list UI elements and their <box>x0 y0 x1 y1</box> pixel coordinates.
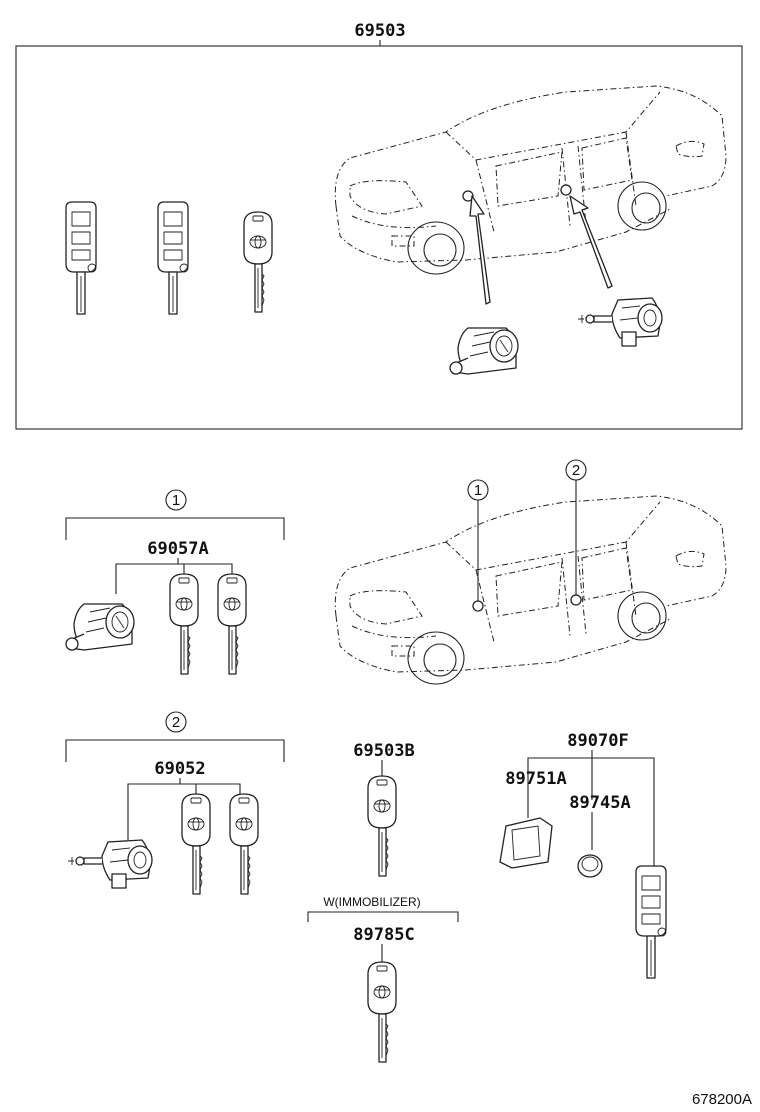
transmitter-group: 89070F 89751A 89745A <box>499 731 667 979</box>
battery-cell <box>577 854 603 878</box>
immobilizer-group: W(IMMOBILIZER) 89785C <box>307 895 459 1063</box>
callout-69503: 69503 <box>354 21 405 41</box>
remote-key-2 <box>157 201 189 315</box>
key-2a <box>181 793 211 895</box>
key-1a <box>169 573 199 675</box>
car-top <box>334 85 727 275</box>
key-blank <box>367 775 397 877</box>
ignition-cylinder-1 <box>65 603 135 651</box>
callout-89745A: 89745A <box>569 793 630 813</box>
callout-69057A: 69057A <box>147 539 208 559</box>
master-key <box>243 211 273 313</box>
ignition-cylinder-top <box>449 327 519 375</box>
car-reference: 1 2 <box>334 459 727 685</box>
door-cylinder-2 <box>67 839 153 889</box>
door-lock-point-rear <box>560 184 572 196</box>
door-lock-point-front <box>462 190 474 202</box>
key-1b <box>217 573 247 675</box>
callout-89070F: 89070F <box>567 731 628 751</box>
key-2b <box>229 793 259 895</box>
diagram-id: 678200A <box>692 1091 752 1108</box>
ref-2-car: 2 <box>572 462 580 479</box>
ref-1-car: 1 <box>474 482 482 499</box>
group-1: 1 69057A <box>65 489 285 675</box>
callout-89785C: 89785C <box>353 925 414 945</box>
arrow-front <box>469 195 491 305</box>
immobilizer-key <box>367 961 397 1063</box>
arrow-rear <box>569 195 613 289</box>
door-cylinder-top <box>577 297 663 347</box>
transmitter-key <box>635 865 667 979</box>
immobilizer-note: W(IMMOBILIZER) <box>323 895 420 909</box>
ref-2-group: 2 <box>172 714 180 731</box>
callout-69503B: 69503B <box>353 741 414 761</box>
callout-69052: 69052 <box>154 759 205 779</box>
ref-1-group: 1 <box>172 492 180 509</box>
key-blank-group: 69503B <box>353 741 415 877</box>
assembly-box: 69503 <box>15 21 743 430</box>
remote-key-1 <box>65 201 97 315</box>
group-2: 2 69052 <box>65 711 285 895</box>
transmitter-housing <box>499 817 553 869</box>
callout-89751A: 89751A <box>505 769 566 789</box>
car-mid <box>334 495 727 685</box>
assembly-frame <box>15 45 743 430</box>
